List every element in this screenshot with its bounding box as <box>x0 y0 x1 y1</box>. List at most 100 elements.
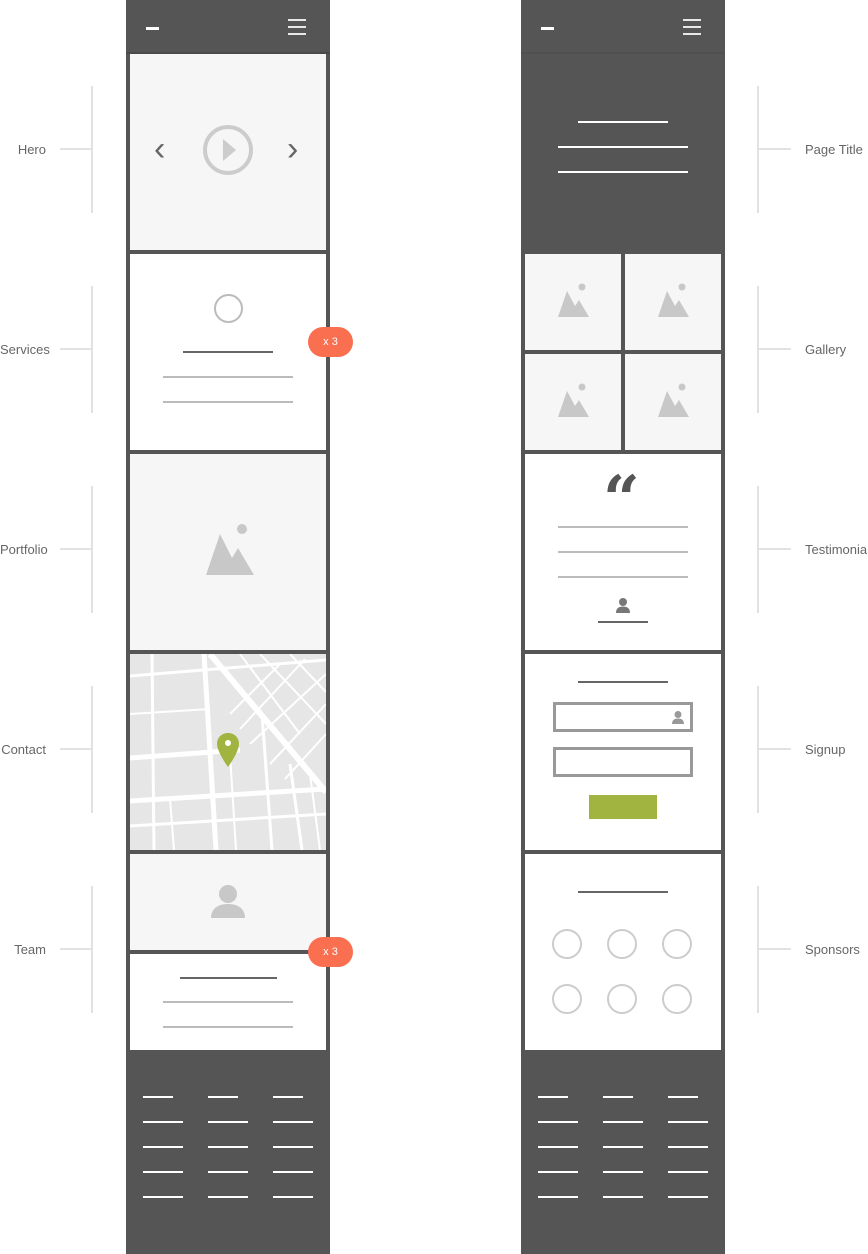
footer-link[interactable] <box>273 1121 313 1123</box>
testimonial-text-line <box>558 576 688 578</box>
left-footer <box>126 1050 330 1254</box>
bracket-connector <box>60 348 92 350</box>
footer-link[interactable] <box>273 1096 303 1098</box>
sponsor-logo[interactable] <box>552 929 582 959</box>
service-icon-placeholder <box>214 294 243 323</box>
footer-link[interactable] <box>603 1121 643 1123</box>
team-text-line <box>163 1001 293 1003</box>
team-member-info <box>130 954 326 1050</box>
bracket-connector <box>60 148 92 150</box>
page-subtitle-line <box>558 171 688 173</box>
footer-link[interactable] <box>208 1196 248 1198</box>
image-placeholder-icon <box>658 383 689 417</box>
image-placeholder-icon <box>558 383 589 417</box>
gallery-item[interactable] <box>625 354 721 450</box>
right-header <box>521 0 725 54</box>
services-repeat-badge: x 3 <box>308 327 353 357</box>
service-title-line <box>183 351 273 353</box>
footer-link[interactable] <box>668 1196 708 1198</box>
bracket-line <box>757 486 759 613</box>
footer-link[interactable] <box>143 1196 183 1198</box>
footer-link[interactable] <box>538 1196 578 1198</box>
bracket-line <box>757 286 759 413</box>
bracket-connector <box>759 948 791 950</box>
footer-link[interactable] <box>668 1096 698 1098</box>
footer-link[interactable] <box>208 1121 248 1123</box>
bracket-line <box>757 886 759 1013</box>
right-phone-wireframe: “ <box>521 0 725 1254</box>
sponsor-logo[interactable] <box>552 984 582 1014</box>
footer-link[interactable] <box>538 1121 578 1123</box>
signup-section <box>525 654 721 850</box>
sponsor-logo[interactable] <box>607 984 637 1014</box>
footer-link[interactable] <box>603 1096 633 1098</box>
page-subtitle-line <box>558 146 688 148</box>
gallery-item[interactable] <box>625 254 721 350</box>
footer-link[interactable] <box>208 1146 248 1148</box>
team-text-line <box>163 1026 293 1028</box>
gallery-item[interactable] <box>525 254 621 350</box>
portfolio-section <box>130 454 326 650</box>
testimonial-text-line <box>558 526 688 528</box>
bracket-line <box>91 286 93 413</box>
sponsor-logo[interactable] <box>662 984 692 1014</box>
footer-link[interactable] <box>143 1146 183 1148</box>
footer-link[interactable] <box>208 1096 238 1098</box>
footer-link[interactable] <box>603 1146 643 1148</box>
bracket-connector <box>60 548 92 550</box>
footer-link[interactable] <box>538 1171 578 1173</box>
footer-link[interactable] <box>538 1096 568 1098</box>
gallery-item[interactable] <box>525 354 621 450</box>
footer-link[interactable] <box>143 1171 183 1173</box>
footer-link[interactable] <box>208 1171 248 1173</box>
footer-link[interactable] <box>668 1146 708 1148</box>
footer-link[interactable] <box>538 1146 578 1148</box>
service-text-line <box>163 401 293 403</box>
team-name-line <box>180 977 277 979</box>
hero-section: ‹ › <box>130 54 326 250</box>
map-pin-icon[interactable] <box>217 733 239 769</box>
signup-submit-button[interactable] <box>589 795 657 819</box>
footer-link[interactable] <box>273 1146 313 1148</box>
left-phone-wireframe: ‹ › <box>126 0 330 1254</box>
hamburger-menu-icon[interactable] <box>288 19 306 35</box>
footer-link[interactable] <box>273 1196 313 1198</box>
bracket-line <box>757 86 759 213</box>
label-gallery: Gallery <box>805 342 847 357</box>
footer-link[interactable] <box>143 1096 173 1098</box>
footer-link[interactable] <box>273 1171 313 1173</box>
testimonial-text-line <box>558 551 688 553</box>
label-contact: Contact <box>1 742 46 757</box>
hamburger-menu-icon[interactable] <box>683 19 701 35</box>
quote-icon: “ <box>603 462 640 537</box>
image-placeholder-icon <box>558 283 589 317</box>
label-page-title: Page Title <box>805 142 863 157</box>
hero-prev-arrow-icon[interactable]: ‹ <box>154 130 166 168</box>
label-signup: Signup <box>805 742 846 757</box>
sponsor-logo[interactable] <box>662 929 692 959</box>
bracket-connector <box>759 748 791 750</box>
sponsor-logo[interactable] <box>607 929 637 959</box>
image-placeholder-icon <box>658 283 689 317</box>
footer-link[interactable] <box>668 1121 708 1123</box>
sponsors-title-line <box>578 891 668 893</box>
bracket-line <box>91 486 93 613</box>
signup-password-input[interactable] <box>553 747 693 777</box>
image-placeholder-icon <box>206 524 254 575</box>
person-avatar-icon <box>616 598 630 613</box>
play-button-icon[interactable] <box>203 125 253 175</box>
signup-username-input[interactable] <box>553 702 693 732</box>
right-footer <box>521 1050 725 1254</box>
page-title-line <box>578 121 668 123</box>
left-header <box>126 0 330 54</box>
bracket-line <box>757 686 759 813</box>
hero-next-arrow-icon[interactable]: › <box>287 130 299 168</box>
person-avatar-icon <box>211 885 245 918</box>
footer-link[interactable] <box>603 1171 643 1173</box>
footer-link[interactable] <box>143 1121 183 1123</box>
label-testimonial: Testimonial <box>805 542 868 557</box>
label-sponsors: Sponsors <box>805 942 860 957</box>
footer-link[interactable] <box>603 1196 643 1198</box>
footer-link[interactable] <box>668 1171 708 1173</box>
bracket-line <box>91 886 93 1013</box>
